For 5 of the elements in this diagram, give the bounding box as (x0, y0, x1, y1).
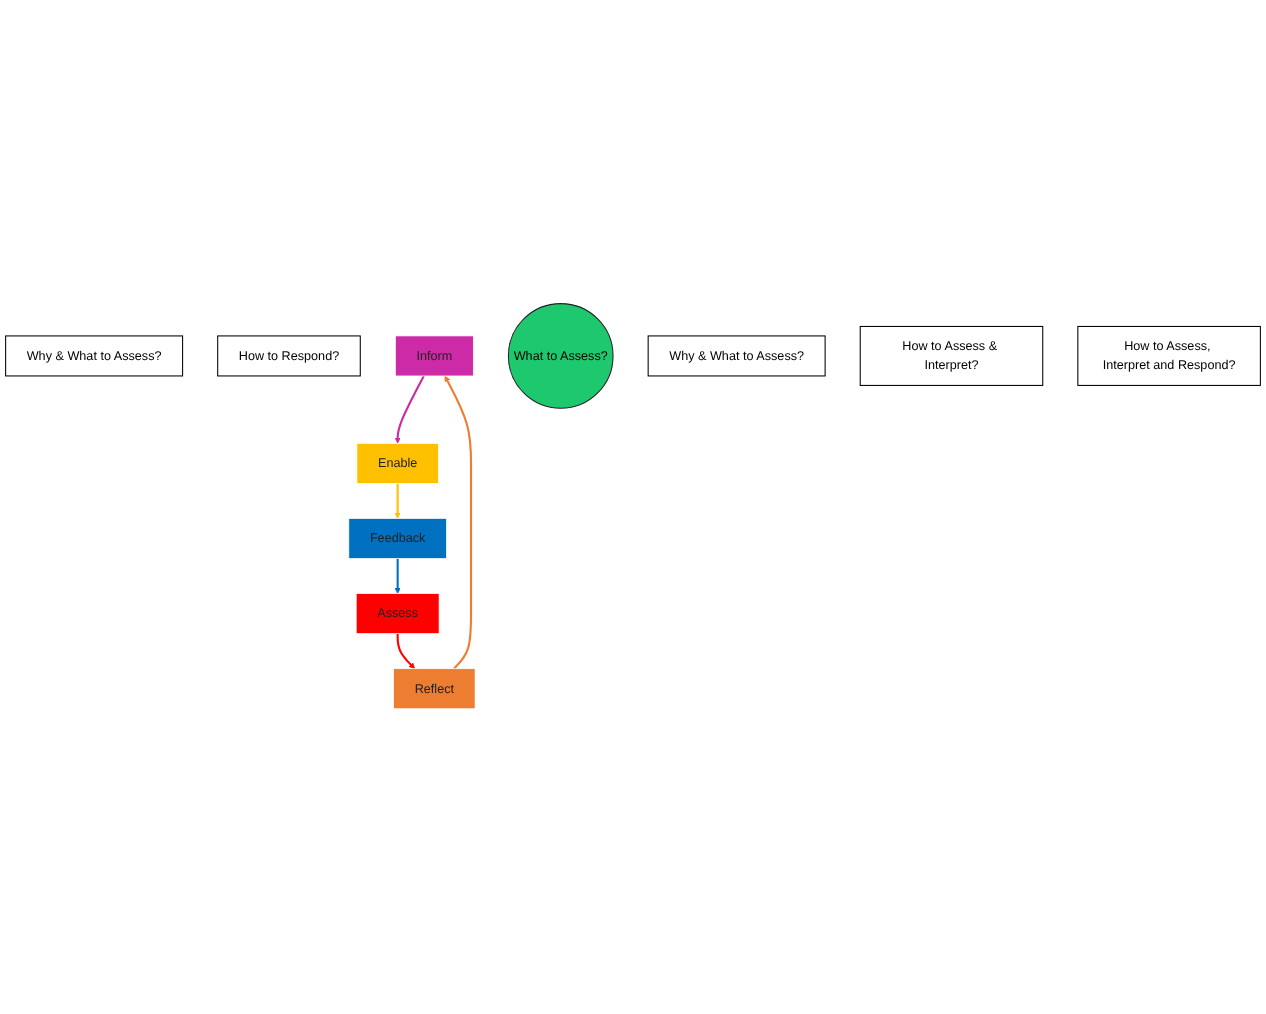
arrow (444, 376, 473, 671)
arrow (394, 559, 401, 595)
arrow (394, 376, 425, 445)
arrow (394, 484, 401, 520)
arrow (396, 634, 416, 670)
